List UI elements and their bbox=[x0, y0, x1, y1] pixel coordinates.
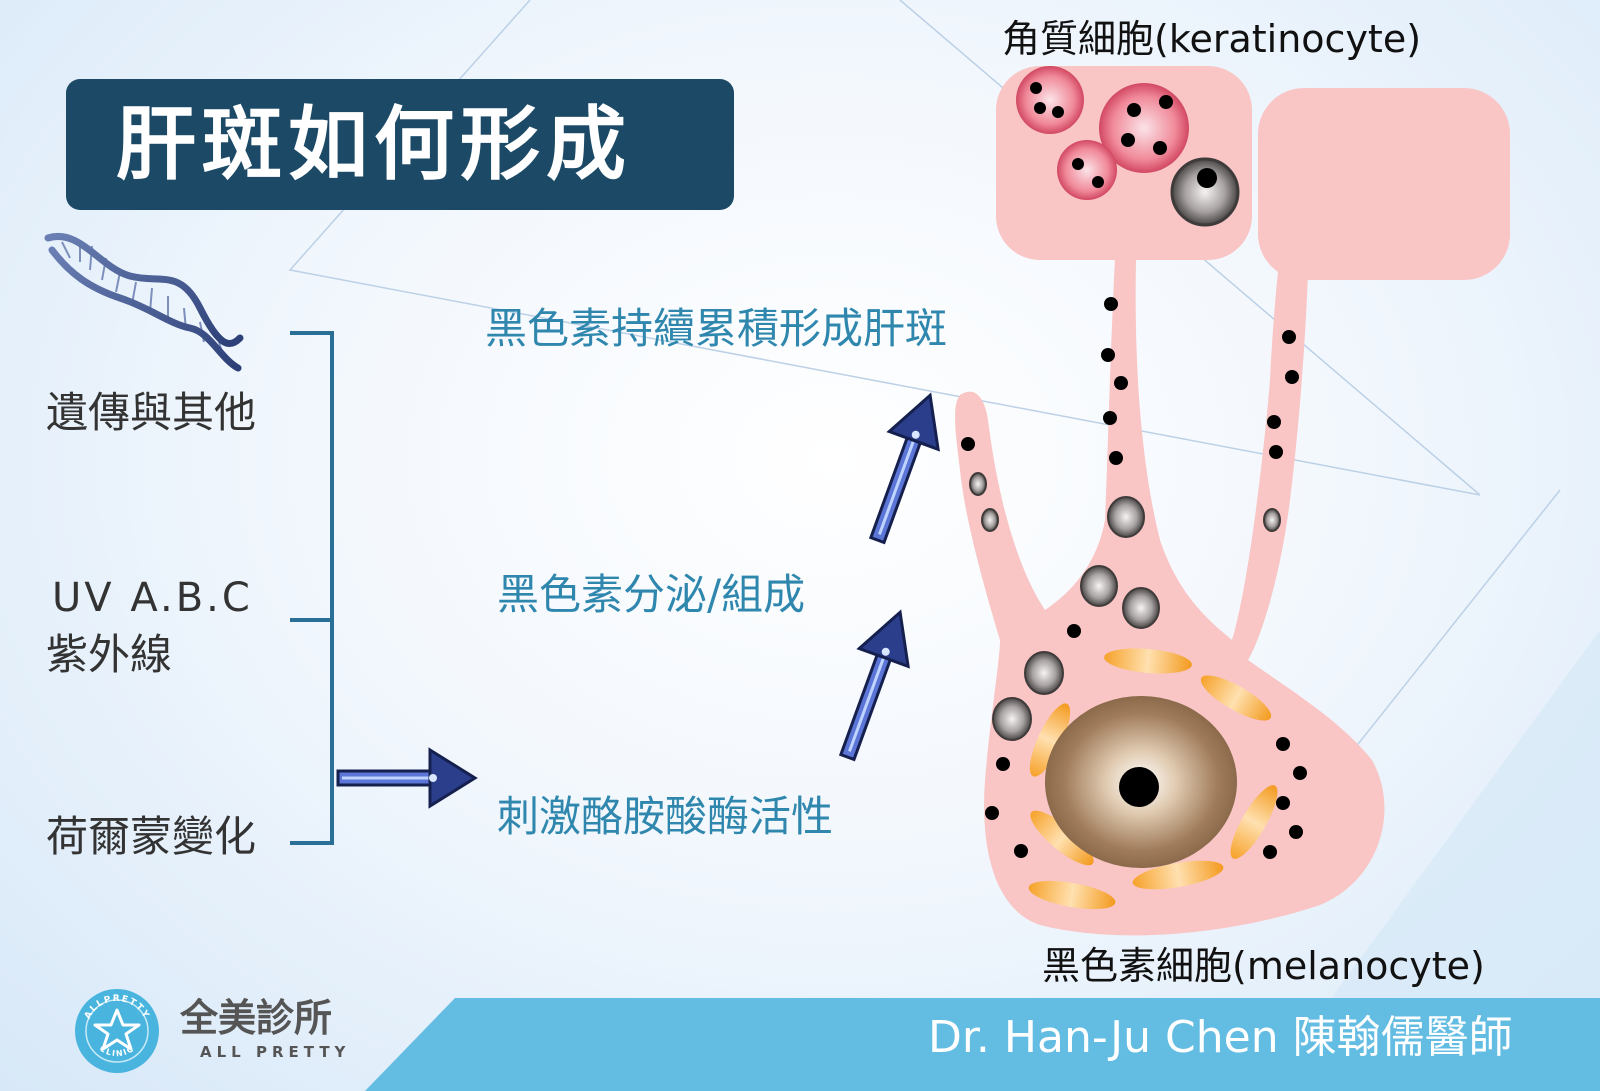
melanin-vesicles bbox=[969, 157, 1281, 741]
page-title: 肝斑如何形成 bbox=[116, 98, 632, 191]
cause-uv-label: UV A.B.C bbox=[52, 575, 253, 621]
svg-text:CLINIC: CLINIC bbox=[98, 1044, 136, 1058]
arrow-up-1 bbox=[838, 609, 910, 762]
cause-bracket bbox=[290, 331, 334, 845]
title-banner bbox=[66, 79, 734, 210]
melanosome-organelles bbox=[1028, 648, 1278, 910]
melanin-dots bbox=[961, 82, 1307, 859]
process-step-melanin-secretion: 黑色素分泌/組成 bbox=[497, 570, 806, 619]
logo-arc-text-bottom: CLINIC bbox=[98, 1044, 135, 1058]
cause-hormone: 荷爾蒙變化 bbox=[46, 812, 257, 861]
cause-uv-chinese: 紫外線 bbox=[46, 630, 173, 679]
clinic-logo-icon: ALLPRETTY CLINIC bbox=[75, 989, 159, 1073]
process-step-tyrosinase: 刺激酪胺酸酶活性 bbox=[497, 792, 834, 841]
arrow-up-2 bbox=[868, 392, 940, 545]
label-melanocyte: 黑色素細胞(melanocyte) bbox=[1042, 944, 1485, 988]
dna-icon bbox=[44, 232, 244, 372]
doctor-name: Dr. Han-Ju Chen 陳翰儒醫師 bbox=[928, 1012, 1513, 1063]
cause-heredity: 遺傳與其他 bbox=[46, 388, 257, 437]
process-step-melasma: 黑色素持續累積形成肝斑 bbox=[485, 304, 948, 353]
melanocyte-nucleus bbox=[1045, 696, 1237, 868]
arrow-right bbox=[336, 747, 478, 809]
keratinocyte-cell-right bbox=[1258, 88, 1510, 280]
clinic-name: 全美診所 bbox=[180, 996, 333, 1040]
label-keratinocyte: 角質細胞(keratinocyte) bbox=[1002, 17, 1422, 61]
clinic-subtitle: ALL PRETTY bbox=[200, 1043, 351, 1061]
